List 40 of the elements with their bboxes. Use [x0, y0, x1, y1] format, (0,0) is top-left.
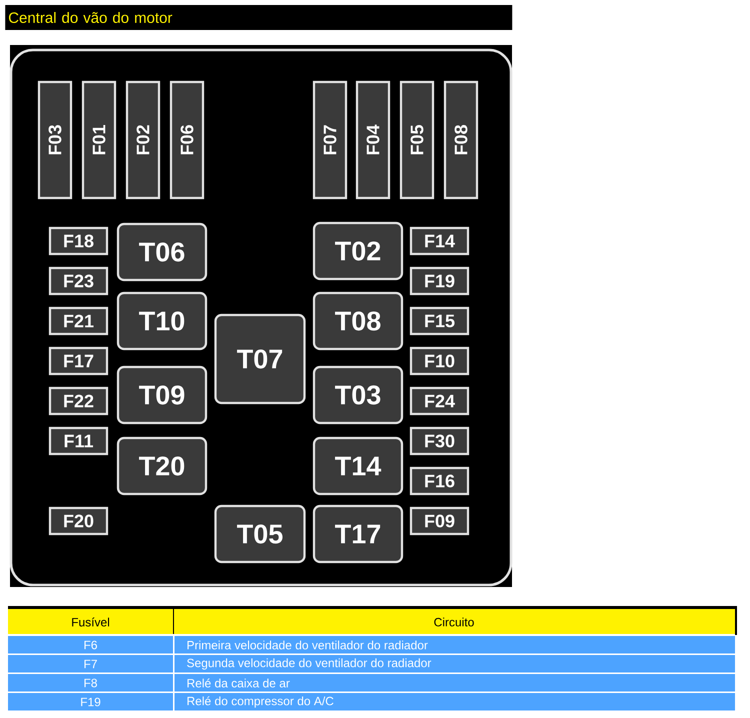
fuse-slot: F22: [48, 386, 108, 416]
table-cell: F19: [8, 693, 173, 710]
fuse-slot: F03: [38, 80, 72, 200]
title-bar: Central do vão do motor: [5, 5, 512, 30]
fuse-slot: F04: [356, 80, 390, 200]
fuse-slot: F06: [170, 80, 204, 200]
relay-slot: T06: [116, 222, 208, 282]
fuse-slot: F30: [410, 426, 470, 456]
relay-slot: T20: [116, 436, 208, 496]
relay-slot: T05: [214, 504, 306, 564]
relay-slot: T03: [312, 366, 404, 424]
fuse-slot: F16: [410, 466, 470, 496]
fuse-slot: F23: [48, 266, 108, 296]
table-cell: F6: [8, 636, 173, 654]
fuse-slot: F10: [410, 346, 470, 376]
fuse-slot: F18: [48, 226, 108, 256]
relay-slot: T02: [312, 222, 404, 280]
fuse-slot: F19: [410, 266, 470, 296]
fuse-slot: F11: [48, 426, 108, 456]
relay-slot: T17: [312, 504, 404, 564]
fuse-slot: F07: [312, 80, 348, 200]
table-cell: F7: [8, 655, 173, 672]
fuse-slot: F02: [126, 80, 160, 200]
fuse-slot: F01: [82, 80, 116, 200]
relay-slot: T07: [214, 314, 306, 404]
fuse-slot: F20: [48, 506, 108, 536]
relay-slot: T14: [312, 436, 404, 496]
fuse-slot: F24: [410, 386, 470, 416]
fuse-slot: F09: [410, 506, 470, 536]
relay-slot: T09: [116, 366, 208, 424]
fuse-slot: F15: [410, 306, 470, 336]
fuse-slot: F21: [48, 306, 108, 336]
table-cell: F8: [8, 674, 173, 692]
fuse-slot: F17: [48, 346, 108, 376]
table-header-cell: Fusível: [8, 609, 173, 634]
relay-slot: T10: [116, 292, 208, 350]
fuse-slot: F05: [400, 80, 434, 200]
relay-slot: T08: [312, 292, 404, 350]
fuse-slot: F14: [410, 226, 470, 256]
fuse-slot: F08: [444, 80, 478, 200]
